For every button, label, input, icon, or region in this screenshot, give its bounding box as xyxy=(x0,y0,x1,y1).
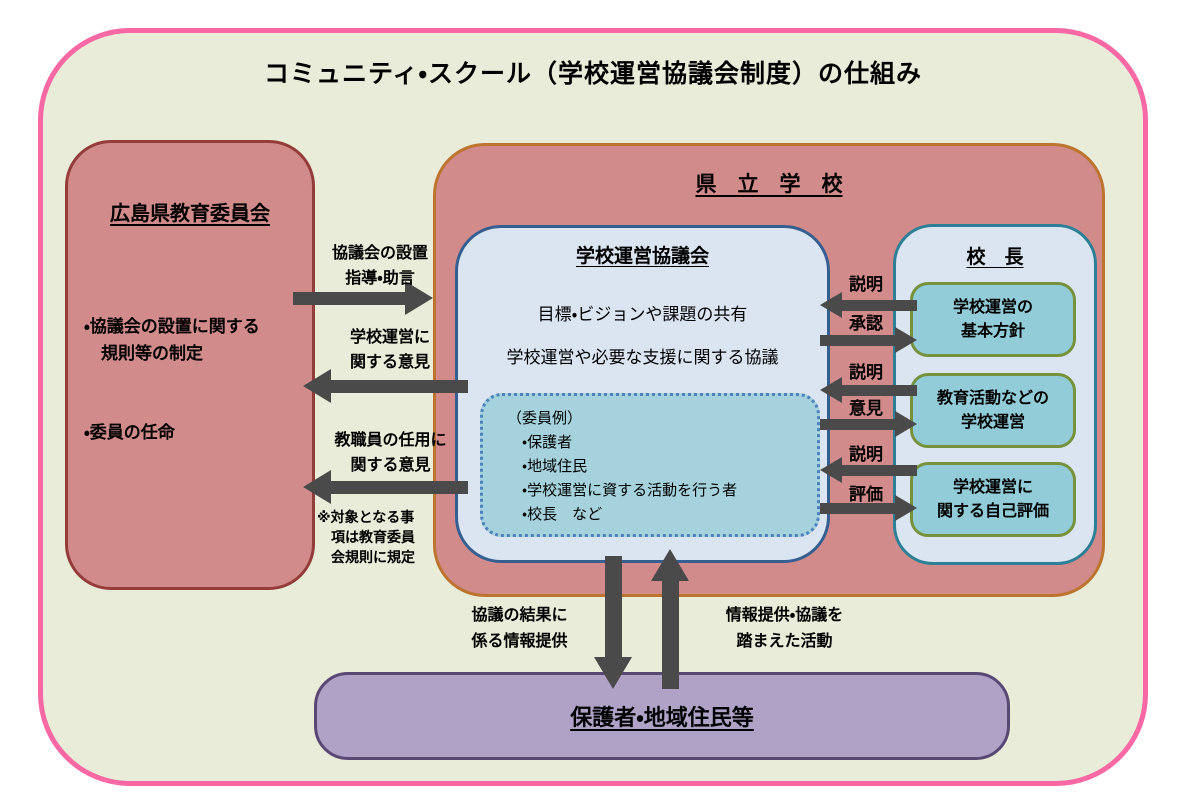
member-item-residents: ・地域住民 xyxy=(522,458,588,475)
board-of-education-title: 広島県教育委員会 xyxy=(110,203,270,225)
label-explain-2: 説明 xyxy=(849,363,883,382)
arrow-left-explain-1-icon xyxy=(820,292,917,318)
arrow-right-establishment-guidance-icon xyxy=(293,281,433,315)
arrow-down-info-provision-icon xyxy=(594,556,632,689)
label-evaluation: 評価 xyxy=(849,485,883,504)
council-line-goals: 目標・ビジョンや課題の共有 xyxy=(537,305,748,324)
board-of-education-box: 広島県教育委員会 ・協議会の設置に関する 規則等の制定 ・委員の任命 xyxy=(65,140,315,590)
arrow-right-approval-icon xyxy=(820,327,917,353)
prefectural-school-title: 県 立 学 校 xyxy=(695,173,843,196)
principal-title: 校 長 xyxy=(966,247,1024,268)
arrow-right-evaluation-icon xyxy=(820,495,917,521)
label-opinion: 意見 xyxy=(849,399,883,418)
arrow-left-opinions-school-management-icon xyxy=(303,369,468,403)
label-opinions-on-school-management: 学校運営に 関する意見 xyxy=(349,329,430,371)
member-item-contributors: ・学校運営に資する活動を行う者 xyxy=(522,482,738,499)
board-duty-appointment: ・委員の任命 xyxy=(84,423,175,442)
council-line-consultation: 学校運営や必要な支援に関する協議 xyxy=(506,348,779,367)
label-explain-1: 説明 xyxy=(849,275,883,294)
label-opinions-on-staff-appointment: 教職員の任用に 関する意見 xyxy=(334,432,447,474)
council-title: 学校運営協議会 xyxy=(575,246,709,267)
board-duty-rules: ・協議会の設置に関する 規則等の制定 xyxy=(84,317,260,363)
principal-self-evaluation-box: 学校運営に 関する自己評価 xyxy=(910,462,1076,537)
arrow-left-explain-3-icon xyxy=(820,457,917,483)
residents-title: 保護者・地域住民等 xyxy=(570,705,754,730)
member-item-parents: ・保護者 xyxy=(522,434,573,451)
label-establishment-guidance: 協議会の設置 指導・助言 xyxy=(331,245,428,287)
members-example-box: （委員例） ・保護者 ・地域住民 ・学校運営に資する活動を行う者 ・校長 など xyxy=(480,393,820,537)
diagram-title: コミュニティ・スクール（学校運営協議会制度）の仕組み xyxy=(263,60,922,88)
label-info-provision-results: 協議の結果に 係る情報提供 xyxy=(471,607,568,650)
label-approval: 承認 xyxy=(849,314,883,333)
member-item-principal: ・校長 など xyxy=(522,506,603,523)
note-board-rules: ※対象となる事 項は教育委員 会規則に規定 xyxy=(317,509,415,565)
label-explain-3: 説明 xyxy=(849,445,883,464)
arrow-up-activities-icon xyxy=(651,549,689,689)
principal-educational-activities-box: 教育活動などの 学校運営 xyxy=(910,373,1076,448)
label-activities-based-on-consultation: 情報提供・協議を 踏まえた活動 xyxy=(725,607,844,650)
members-heading: （委員例） xyxy=(507,410,583,427)
arrow-left-explain-2-icon xyxy=(820,377,917,403)
arrow-left-opinions-staff-appointment-icon xyxy=(303,470,468,504)
arrow-right-opinion-icon xyxy=(820,411,917,437)
principal-basic-policy-box: 学校運営の 基本方針 xyxy=(910,282,1076,357)
